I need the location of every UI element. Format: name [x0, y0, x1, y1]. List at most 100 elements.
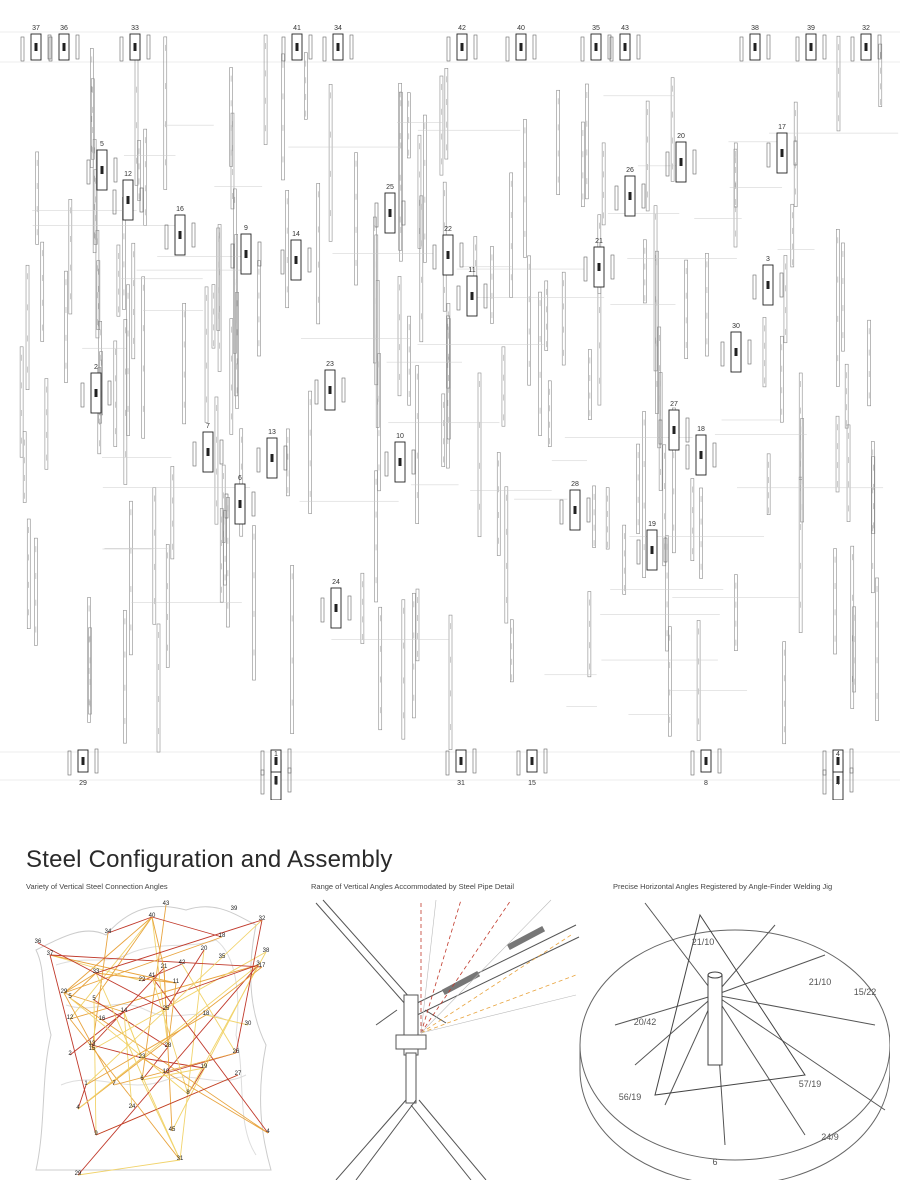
- angle-line: [151, 916, 165, 969]
- angle-line: [167, 982, 177, 1048]
- connection-nodes: [20, 33, 882, 800]
- top-node-label: 34: [334, 25, 342, 32]
- top-node-label: 42: [458, 25, 466, 32]
- steel-pipe: [527, 255, 531, 386]
- assembly-node: [112, 179, 144, 221]
- top-node: [20, 33, 52, 62]
- steel-pipe: [26, 518, 31, 629]
- angle-line: [93, 999, 169, 1048]
- steel-pipe: [93, 169, 98, 245]
- top-node-label: 35: [592, 25, 600, 32]
- steel-pipe: [690, 478, 695, 562]
- steel-pipe: [40, 241, 45, 342]
- jig-angle-label: 20/42: [634, 1017, 657, 1027]
- angle-line: [95, 919, 263, 974]
- steel-pipe: [645, 100, 650, 212]
- steel-pipes: [19, 34, 899, 753]
- connection-label: 1: [84, 1081, 88, 1087]
- steel-pipe: [588, 349, 592, 420]
- steel-pipe: [417, 134, 422, 249]
- steel-pipe: [878, 43, 883, 107]
- connection-label: 35: [219, 954, 226, 960]
- steel-pipe: [308, 390, 312, 514]
- node-label: 6: [238, 475, 242, 482]
- top-node: [322, 33, 354, 62]
- top-node-label: 32: [862, 25, 870, 32]
- angle-line: [101, 964, 259, 1021]
- steel-pipe: [129, 500, 133, 656]
- steel-pipe: [670, 77, 675, 182]
- steel-pipe: [281, 53, 285, 181]
- angle-line: [141, 1046, 169, 1081]
- steel-pipe: [204, 286, 209, 423]
- assembly-node: [614, 175, 646, 217]
- connection-label: 45: [169, 1127, 176, 1133]
- connection-label: 9: [94, 1131, 98, 1137]
- bottom-node-label: 31: [457, 780, 465, 787]
- angle-line: [123, 1011, 143, 1059]
- steel-pipe: [165, 544, 170, 668]
- angle-line: [63, 936, 223, 994]
- connection-label: 4: [76, 1105, 80, 1111]
- steel-pipe: [223, 510, 227, 586]
- node-label: 7: [206, 423, 210, 430]
- assembly-node: [559, 489, 591, 531]
- assembly-node: [636, 529, 668, 571]
- top-node-label: 33: [131, 25, 139, 32]
- angle-line: [91, 967, 165, 1046]
- steel-pipe: [836, 228, 840, 387]
- steel-pipe: [90, 78, 95, 160]
- top-node: [580, 33, 612, 62]
- steel-pipe: [447, 318, 451, 440]
- connection-label: 38: [263, 948, 270, 954]
- angle-line: [63, 972, 97, 994]
- steel-pipe: [415, 365, 419, 524]
- node-label: 19: [648, 521, 656, 528]
- steel-pipe: [441, 393, 446, 467]
- node-label: 18: [697, 426, 705, 433]
- steel-pipe: [733, 148, 738, 248]
- steel-pipe: [581, 121, 585, 207]
- assembly-node: [685, 434, 717, 476]
- jig-angle-label: 24/9: [821, 1132, 839, 1142]
- node-label: 9: [244, 225, 248, 232]
- angle-line: [165, 949, 205, 1011]
- connection-label: 18: [203, 1011, 210, 1017]
- top-node-label: 41: [293, 25, 301, 32]
- assembly-node: [720, 331, 752, 373]
- node-label: 3: [766, 256, 770, 263]
- node-label: 28: [571, 481, 579, 488]
- top-node: [609, 33, 641, 62]
- angle-line: [91, 951, 267, 1051]
- steel-pipe: [87, 597, 91, 723]
- steel-pipe: [88, 627, 92, 715]
- steel-pipe: [762, 317, 767, 388]
- steel-pipe: [601, 142, 606, 226]
- assembly-node: [192, 431, 224, 473]
- assembly-node: [320, 587, 352, 629]
- steel-pipe: [684, 259, 688, 359]
- guide-lines: [0, 31, 900, 781]
- caption-angle-jig: Precise Horizontal Angles Registered by …: [613, 882, 833, 891]
- steel-pipe: [446, 303, 451, 389]
- angle-line: [85, 1014, 207, 1086]
- steel-pipe: [841, 242, 845, 352]
- steel-pipe: [510, 619, 514, 683]
- steel-pipe: [137, 140, 141, 201]
- steel-pipe: [64, 270, 68, 383]
- steel-pipe: [782, 641, 787, 745]
- connection-label: 15: [89, 1046, 96, 1052]
- steel-pipe: [407, 315, 411, 406]
- steel-pipe: [844, 363, 849, 429]
- steel-pipe: [556, 89, 560, 195]
- angle-line: [85, 919, 263, 1086]
- connection-label: 31: [177, 1156, 184, 1162]
- bottom-node: [822, 748, 854, 776]
- steel-pipe: [123, 319, 128, 485]
- angle-line: [77, 1159, 181, 1176]
- steel-pipe: [871, 456, 876, 534]
- assembly-node: [752, 264, 784, 306]
- steel-pipe: [836, 35, 841, 132]
- bottom-node-label: 29: [79, 780, 87, 787]
